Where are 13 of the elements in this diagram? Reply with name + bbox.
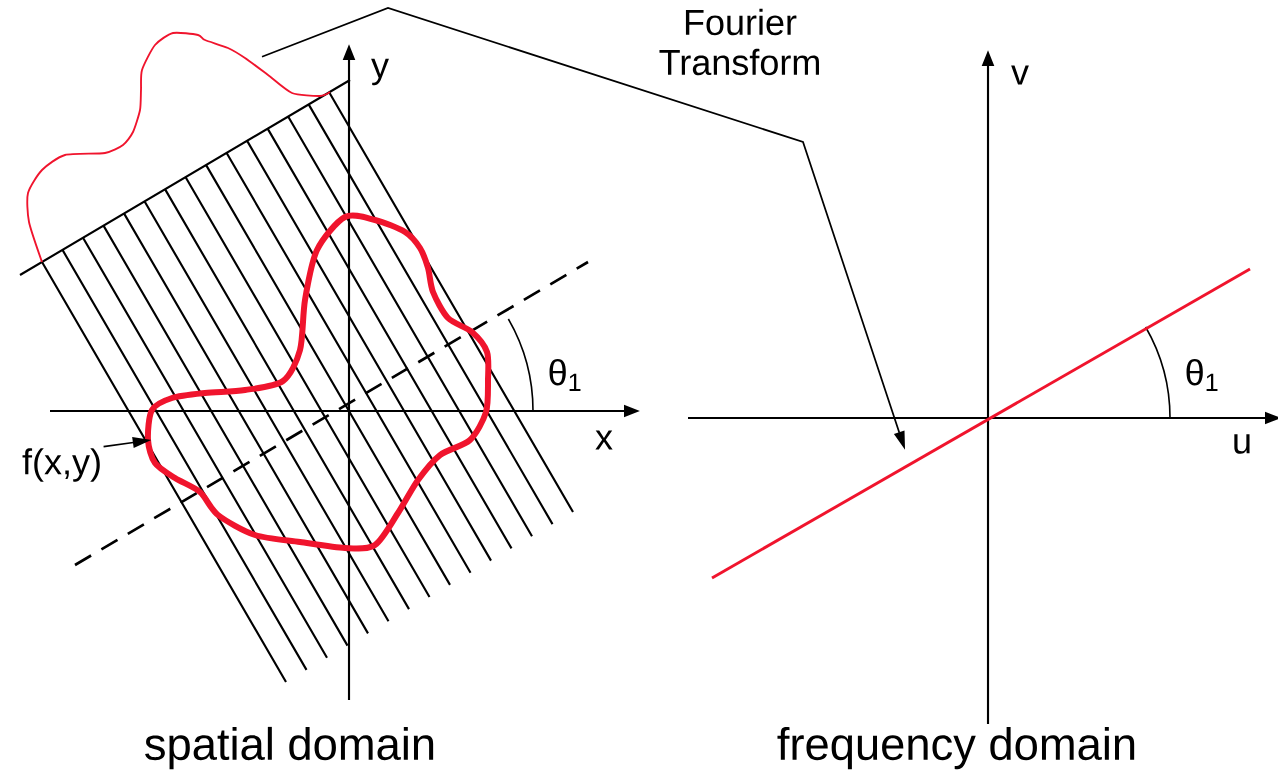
function-label: f(x,y) <box>22 448 100 482</box>
projection-curve <box>26 31 331 263</box>
caption: frequency domain <box>777 726 1135 770</box>
object-outline <box>144 212 492 552</box>
angle-label: θ$_{1}$ <box>549 359 581 391</box>
edge-label: Fourier Transform <box>659 8 819 76</box>
angle-label: θ$_{1}$ <box>1186 359 1218 391</box>
axis-label: v <box>1011 65 1029 85</box>
axis-label: u <box>1234 434 1250 454</box>
axis-label: x <box>595 430 613 450</box>
caption: spatial domain <box>145 726 434 770</box>
slice-line <box>711 267 1251 580</box>
axis-label: y <box>371 58 389 86</box>
